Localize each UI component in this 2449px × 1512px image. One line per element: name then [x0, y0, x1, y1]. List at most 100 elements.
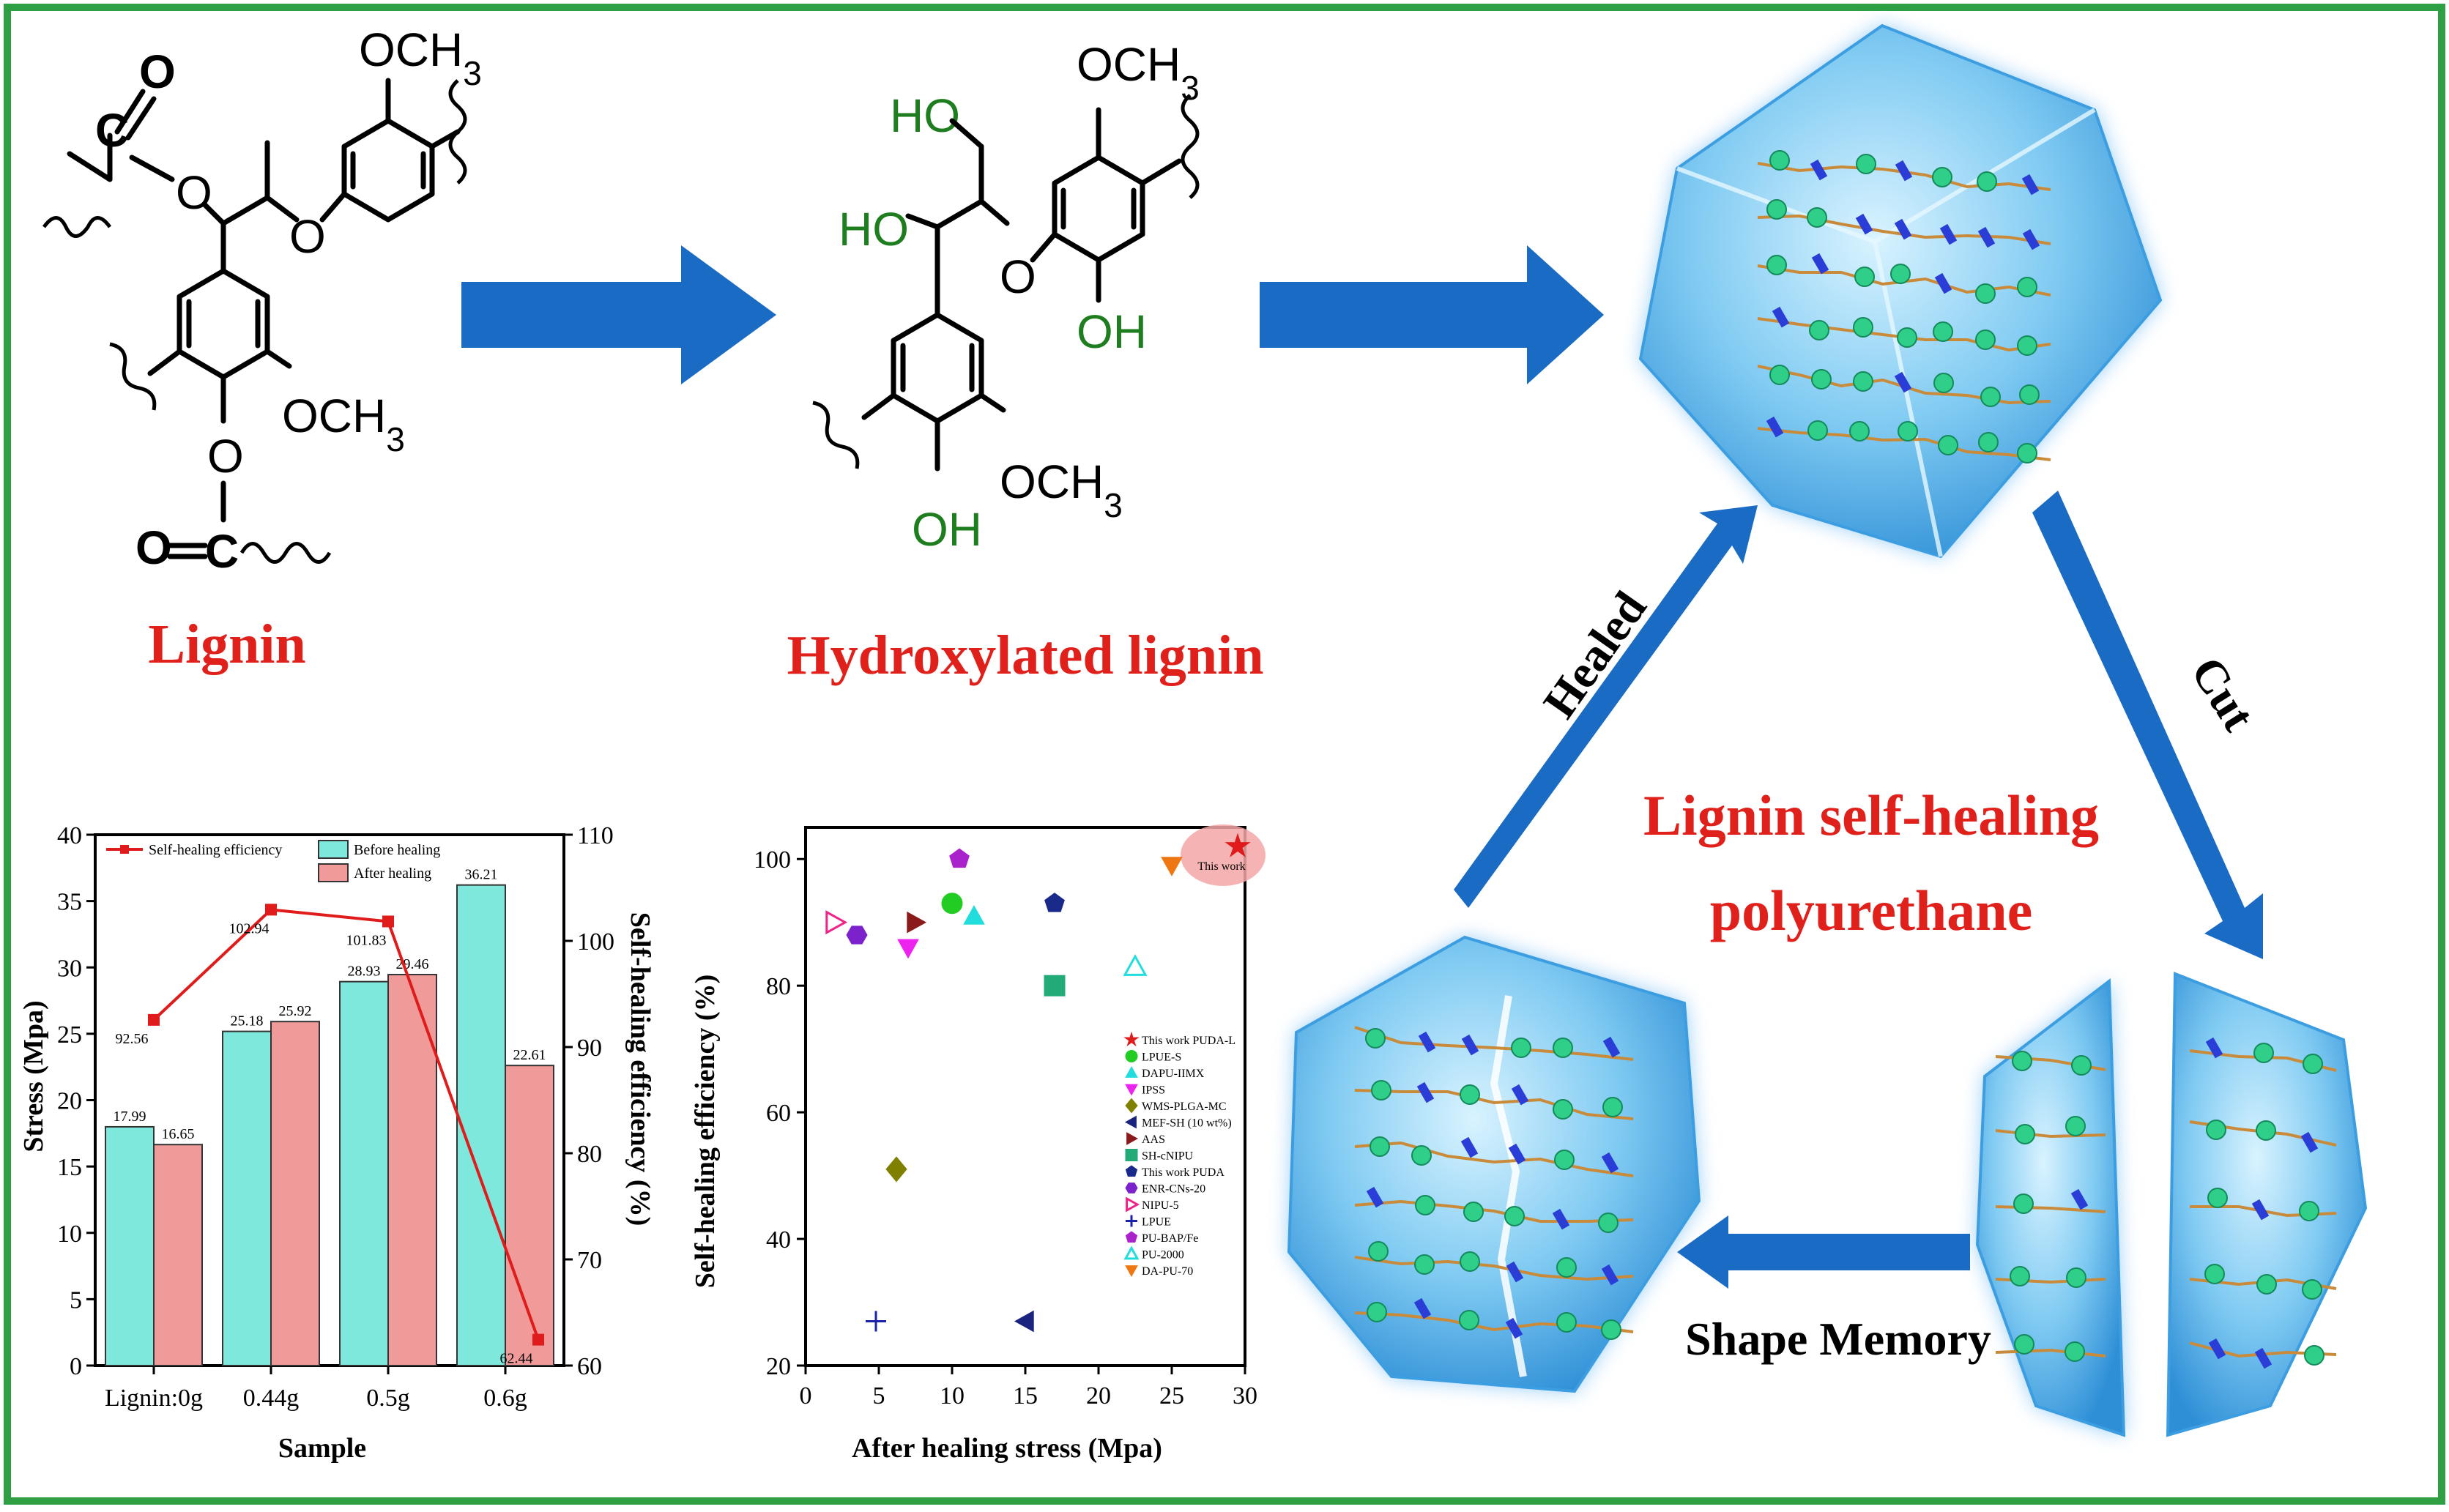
polymer-chain [1354, 1311, 1634, 1333]
o-ester-bottom: O [207, 430, 244, 483]
hard-segment [1601, 1264, 1619, 1286]
arrow-right-2 [1260, 245, 1604, 384]
bar-value-label: 25.92 [279, 1003, 312, 1019]
hard-segment [2251, 1199, 2270, 1221]
scatter-point [907, 911, 927, 934]
o-carbonyl-bottom: O [135, 521, 172, 574]
legend-bar-label: Before healing [354, 842, 440, 858]
cube-intact [1638, 23, 2163, 559]
crosslink-node [1411, 1145, 1432, 1166]
cube-body [1287, 935, 1701, 1393]
crosslink-node [1849, 421, 1870, 442]
arrow-shape-memory [1677, 1215, 1970, 1289]
scatter-xtick-label: 0 [800, 1382, 812, 1409]
scatter-ytick-label: 80 [766, 973, 791, 1000]
crosslink-node [1938, 435, 1958, 455]
bar [339, 980, 389, 1367]
lignin-structure: C O O O OCH3 OCH3 O O C [42, 23, 482, 578]
scatter-point [949, 848, 970, 868]
bar-value-label: 17.99 [114, 1109, 146, 1125]
scatter-point [1126, 1215, 1137, 1227]
o-ether: O [1000, 250, 1036, 303]
crosslink-node [1554, 1150, 1575, 1170]
crosslink-node [2304, 1345, 2324, 1366]
hard-segment [1895, 160, 1913, 182]
hard-segment [1418, 1031, 1436, 1053]
scatter-ytick-label: 60 [766, 1100, 791, 1127]
ho-mid: HO [839, 203, 909, 256]
ho-top: HO [890, 89, 960, 142]
crosslink-node [1601, 1319, 1621, 1340]
crosslink-node [1511, 1038, 1531, 1058]
lignin-title: Lignin [148, 614, 305, 675]
hard-segment [1855, 213, 1873, 235]
bar-ytick-label: 15 [57, 1154, 82, 1181]
crosslink-node [2066, 1267, 2086, 1288]
hard-segment [1552, 1208, 1570, 1230]
bar-y2tick-label: 60 [577, 1353, 602, 1380]
product-title-line1: Lignin self-healing [1643, 783, 2099, 847]
scatter-ylabel: Self-healing efficiency (%) [690, 975, 721, 1288]
bond [934, 198, 984, 230]
polymer-chain [1354, 1256, 1634, 1281]
efficiency-value-label: 92.56 [116, 1031, 149, 1047]
crosslink-node [1978, 432, 1999, 453]
ring [1052, 154, 1145, 263]
shape-memory-label: Shape Memory [1685, 1313, 1991, 1365]
bar-ytick-label: 35 [57, 889, 82, 916]
scatter-point [1125, 1165, 1138, 1177]
crosslink-node [1933, 373, 1954, 393]
scatter-point [1125, 1231, 1138, 1243]
crosslink-node [2014, 1334, 2034, 1355]
och3-ring: OCH3 [1000, 455, 1123, 524]
efficiency-value-label: 62.44 [500, 1351, 533, 1367]
crosslink-node [2017, 277, 2037, 297]
scatter-point [1123, 954, 1148, 976]
crosslink-node [1769, 150, 1790, 171]
scatter-point [1125, 1065, 1138, 1078]
scatter-point [1123, 1031, 1140, 1047]
scatter-point [1126, 1196, 1140, 1213]
bar-value-label: 22.61 [513, 1047, 546, 1063]
bond [1140, 158, 1182, 186]
scatter-point [1125, 1149, 1138, 1161]
o-ether: O [289, 210, 326, 263]
crosslink-node [2013, 1193, 2034, 1214]
hard-segment [2205, 1037, 2223, 1059]
scatter-point [1125, 1098, 1138, 1114]
crosslink-node [1853, 371, 1873, 392]
scatter-point [846, 926, 868, 945]
bar-value-label: 25.18 [231, 1013, 264, 1029]
wavy-bond [812, 401, 860, 469]
scatter-point [1125, 1050, 1138, 1062]
efficiency-line [152, 908, 540, 1341]
scatter-point [963, 905, 985, 925]
hard-segment [1460, 1136, 1479, 1158]
crosslink-node [1553, 1099, 1573, 1120]
crosslink-node [1766, 199, 1787, 220]
hard-segment [1413, 1297, 1432, 1319]
crosslink-node [2256, 1274, 2277, 1295]
efficiency-point [532, 1333, 544, 1346]
cut-label: Cut [2181, 648, 2265, 740]
crosslink-node [1414, 1254, 1435, 1275]
crosslink-node [2010, 1266, 2030, 1286]
bar-y2tick-label: 110 [577, 822, 614, 849]
polymer-chain [1354, 1141, 1634, 1177]
scatter-xtick-label: 5 [873, 1382, 885, 1409]
scatter-legend-label: This work PUDA [1142, 1166, 1224, 1179]
hard-segment [1810, 159, 1828, 181]
bond [949, 118, 984, 149]
scatter-point [825, 910, 848, 935]
crosslink-node [1980, 387, 2001, 407]
bar-ytick-label: 5 [70, 1286, 82, 1314]
crosslink-node [1602, 1097, 1623, 1117]
hard-segment [1506, 1261, 1524, 1283]
hard-segment [2022, 228, 2040, 250]
crosslink-node [1553, 1038, 1573, 1058]
scatter-chart: Self-healing efficiency (%) After healin… [690, 824, 1266, 1464]
crosslink-node [2207, 1188, 2228, 1208]
hard-segment [1461, 1034, 1479, 1056]
